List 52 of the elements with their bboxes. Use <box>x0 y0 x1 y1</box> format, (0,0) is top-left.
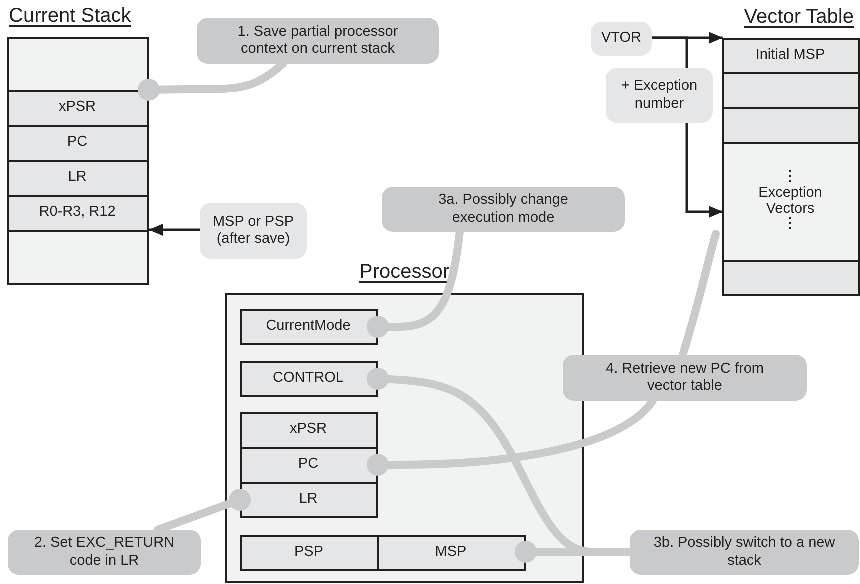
heading: Current Stack <box>9 5 132 28</box>
register-name: VTOR <box>601 30 642 48</box>
table-cell <box>722 38 860 74</box>
callout-box <box>197 18 439 64</box>
register-name: + Exception number <box>620 78 699 113</box>
register-name: CONTROL <box>273 370 344 388</box>
register-name: MSP or PSP (after save) <box>212 214 296 248</box>
callout-box <box>382 187 625 232</box>
stack-cell <box>6 124 148 162</box>
pointer-label-box <box>200 203 307 259</box>
register-name: xPSR <box>290 421 328 439</box>
register-box <box>376 534 526 570</box>
register-box <box>240 482 378 518</box>
register-box <box>240 534 378 570</box>
arrow <box>686 122 724 218</box>
register-name: ⋮ <box>783 217 798 234</box>
register-name: ⋮ <box>783 170 798 186</box>
register-box <box>240 360 378 396</box>
stack-cell <box>6 194 148 232</box>
register-box <box>240 446 378 484</box>
callout-text: 3a. Possibly change execution mode <box>438 192 570 227</box>
register-name: PC <box>298 456 319 474</box>
register-name: CurrentMode <box>266 318 351 336</box>
register-name: Exception Vectors <box>758 186 824 218</box>
register-name: LR <box>299 490 318 508</box>
register-name: Initial MSP <box>756 46 826 64</box>
callout-text: 1. Save partial processor context on current stack <box>236 24 400 58</box>
register-name: PSP <box>294 544 324 562</box>
callout-text: 2. Set EXC_RETURN code in LR <box>33 535 176 570</box>
register-name: xPSR <box>58 99 96 117</box>
arrow <box>650 36 688 70</box>
heading: Processor <box>359 261 450 284</box>
register-name: LR <box>68 169 87 187</box>
callout-box <box>563 355 807 401</box>
callout-box <box>630 530 859 575</box>
register-box <box>240 412 378 448</box>
register-name: MSP <box>435 544 467 562</box>
stack-cell <box>6 90 148 126</box>
table-cell <box>722 72 860 108</box>
table-cell <box>722 260 860 296</box>
stack-cell <box>6 160 148 196</box>
register-name: R0-R3, R12 <box>39 204 116 222</box>
offset-label-box <box>606 68 713 123</box>
register-label-box <box>591 22 652 56</box>
callout-box <box>8 530 201 575</box>
callout-text: 3b. Possibly switch to a new stack <box>652 535 836 570</box>
heading: Vector Table <box>744 6 854 29</box>
callout-text: 4. Retrieve new PC from vector table <box>605 360 765 396</box>
register-name: PC <box>67 134 88 152</box>
table-cell <box>722 106 860 144</box>
register-box <box>240 308 378 344</box>
arrow <box>148 224 202 236</box>
